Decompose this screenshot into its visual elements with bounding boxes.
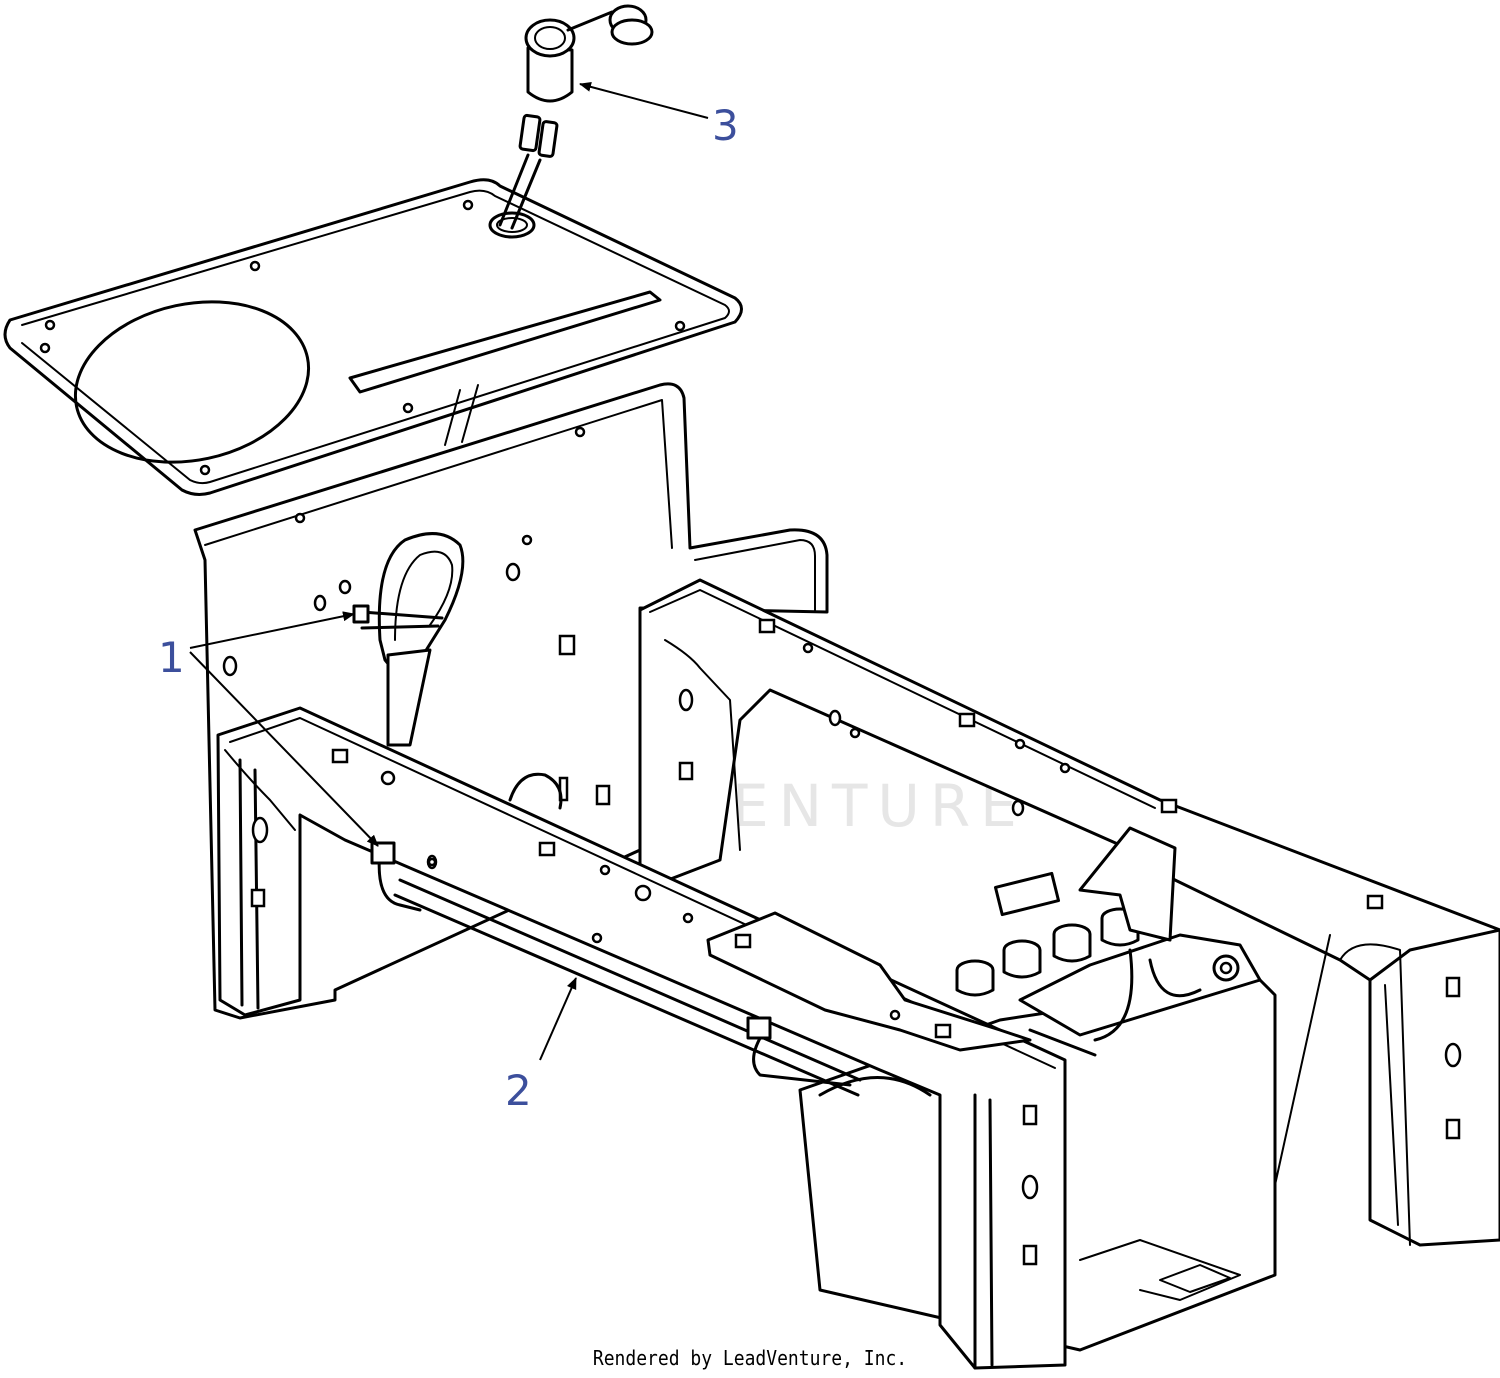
- front-crossmember: [216, 706, 1067, 1370]
- battery-strap: [1078, 826, 1177, 942]
- callout-3: 3: [579, 81, 739, 150]
- callout-2-label: 2: [505, 1066, 532, 1115]
- callout-2: 2: [505, 977, 577, 1115]
- callout-1: 1: [158, 611, 379, 847]
- rear-panel: [193, 382, 829, 1020]
- render-credit: Rendered by LeadVenture, Inc.: [592, 1346, 908, 1370]
- power-outlet: [498, 4, 654, 230]
- callout-3-label: 3: [712, 101, 739, 150]
- control-lever: [352, 532, 465, 747]
- top-plate: [3, 178, 743, 496]
- callout-1-label: 1: [158, 633, 185, 682]
- wire-harness: [370, 841, 862, 1097]
- rear-crossmember: [638, 578, 1500, 1247]
